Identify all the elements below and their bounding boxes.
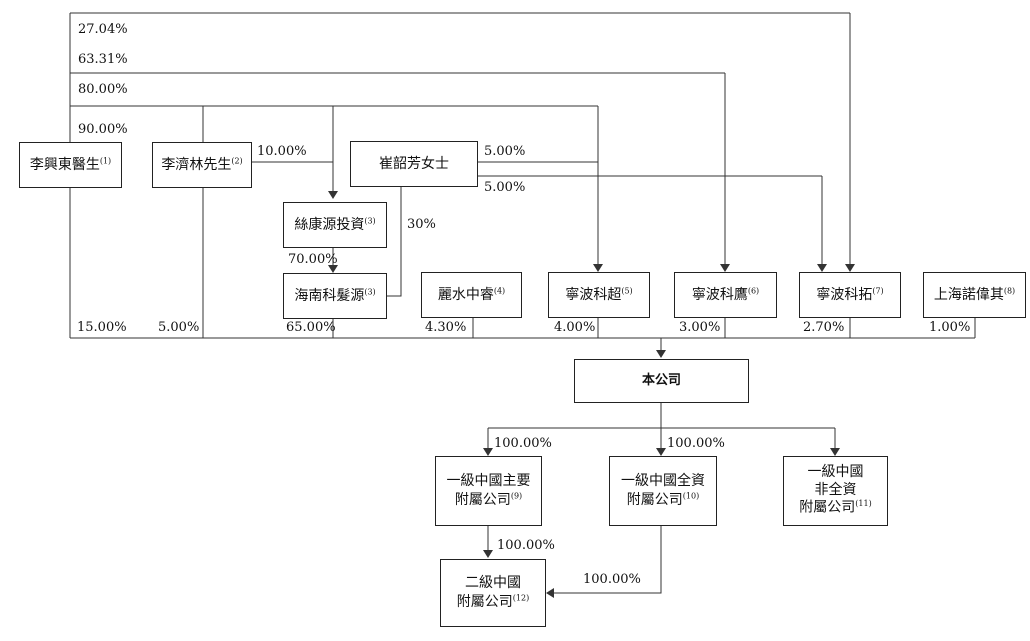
pct-wholly-to-second: 100.00% (583, 572, 641, 587)
sub-second-note: (12) (512, 593, 530, 603)
arrow-to-hainan (328, 265, 338, 273)
sikang-name: 絲康源投資 (294, 216, 365, 233)
pct-holder-li-jilin: 5.00% (158, 320, 200, 335)
pct-holder-shanghai: 1.00% (929, 320, 971, 335)
box-ningbo-tuo: 寧波科拓(7) (799, 272, 901, 318)
sub-major-note: (9) (510, 491, 523, 501)
pct-company-to-wholly: 100.00% (667, 436, 725, 451)
arrow-to-company (656, 350, 666, 358)
li-xingdong-name: 李興東醫生 (29, 156, 100, 173)
pct-cui-to-chao: 5.00% (484, 144, 526, 159)
arrow-to-sikang (328, 191, 338, 199)
box-shanghai: 上海諾偉其(8) (923, 272, 1026, 318)
pct-holder-tuo: 2.70% (803, 320, 845, 335)
ningbo-tuo-name: 寧波科拓 (816, 286, 873, 303)
pct-holder-hainan: 65.00% (286, 320, 336, 335)
pct-27-04: 27.04% (78, 22, 128, 37)
lishui-note: (4) (493, 285, 506, 295)
box-hainan: 海南科髮源(3) (283, 273, 387, 319)
ningbo-chao-name: 寧波科超 (565, 286, 622, 303)
sub-wholly-line1: 一級中國全資 (621, 473, 705, 490)
shanghai-note: (8) (1003, 285, 1016, 295)
li-jilin-name: 李濟林先生 (161, 156, 232, 173)
box-sub-nonwholly: 一級中國 非全資 附屬公司(11) (783, 456, 888, 526)
box-sub-wholly: 一級中國全資 附屬公司(10) (609, 456, 717, 526)
sub-second-line2: 附屬公司 (456, 594, 513, 610)
arrow-to-chao (593, 264, 603, 272)
pct-cui-to-hainan: 30% (407, 217, 436, 232)
ningbo-ying-note: (6) (747, 285, 760, 295)
li-xingdong-note: (1) (99, 155, 112, 165)
sub-nonwholly-line1: 一級中國 (807, 464, 864, 481)
pct-63-31: 63.31% (78, 52, 128, 67)
line-cui-to-hainan (387, 187, 402, 297)
pct-holder-li-xingdong: 15.00% (77, 320, 127, 335)
arrow-major-to-second (483, 550, 493, 558)
hainan-note: (3) (364, 286, 376, 296)
sub-second-line1: 二級中國 (465, 575, 521, 592)
box-ningbo-ying: 寧波科鷹(6) (674, 272, 777, 318)
pct-holder-lishui: 4.30% (425, 320, 467, 335)
line-wholly-to-second (553, 526, 662, 594)
box-li-xingdong: 李興東醫生(1) (19, 142, 122, 188)
pct-li-jilin-to-sikang: 10.00% (257, 144, 307, 159)
sub-major-line2: 附屬公司 (454, 492, 511, 508)
box-sikang: 絲康源投資(3) (283, 202, 387, 248)
pct-major-to-second: 100.00% (497, 538, 555, 553)
pct-company-to-major: 100.00% (494, 436, 552, 451)
pct-90-00: 90.00% (78, 122, 128, 137)
sub-nonwholly-line3: 附屬公司 (799, 500, 856, 517)
ningbo-ying-name: 寧波科鷹 (691, 286, 748, 303)
sub-wholly-note: (10) (682, 491, 700, 501)
arrow-to-tuo-a (845, 264, 855, 272)
box-ningbo-chao: 寧波科超(5) (548, 272, 650, 318)
box-lishui: 麗水中睿(4) (421, 272, 522, 318)
pct-holder-ying: 3.00% (679, 320, 721, 335)
arrow-to-ying (720, 264, 730, 272)
sub-nonwholly-note: (11) (855, 499, 872, 509)
pct-cui-to-tuo: 5.00% (484, 180, 526, 195)
shanghai-name: 上海諾偉其 (933, 286, 1004, 303)
sub-wholly-line2: 附屬公司 (626, 492, 683, 508)
pct-sikang-to-hainan: 70.00% (288, 252, 338, 267)
company-name: 本公司 (641, 373, 681, 389)
ningbo-chao-note: (5) (621, 285, 633, 295)
sub-major-line1: 一級中國主要 (446, 473, 531, 490)
arrow-to-nonwholly (830, 448, 840, 456)
lishui-name: 麗水中睿 (437, 286, 494, 303)
pct-holder-chao: 4.00% (554, 320, 596, 335)
box-sub-second: 二級中國 附屬公司(12) (440, 559, 546, 627)
arrow-to-tuo-b (817, 264, 827, 272)
sub-nonwholly-line2: 非全資 (814, 481, 857, 498)
pct-80-00: 80.00% (78, 82, 128, 97)
ningbo-tuo-note: (7) (872, 285, 884, 295)
cui-shaofang-name: 崔韶芳女士 (379, 155, 449, 172)
hainan-name: 海南科髮源 (294, 287, 365, 304)
box-li-jilin: 李濟林先生(2) (152, 142, 252, 188)
box-company: 本公司 (574, 359, 749, 403)
arrow-wholly-to-second (546, 588, 554, 598)
arrow-to-wholly (656, 448, 666, 456)
box-sub-major: 一級中國主要 附屬公司(9) (435, 456, 542, 526)
li-jilin-note: (2) (231, 155, 243, 165)
sikang-note: (3) (364, 215, 376, 225)
arrow-to-major (483, 448, 493, 456)
box-cui-shaofang: 崔韶芳女士 (350, 141, 478, 187)
